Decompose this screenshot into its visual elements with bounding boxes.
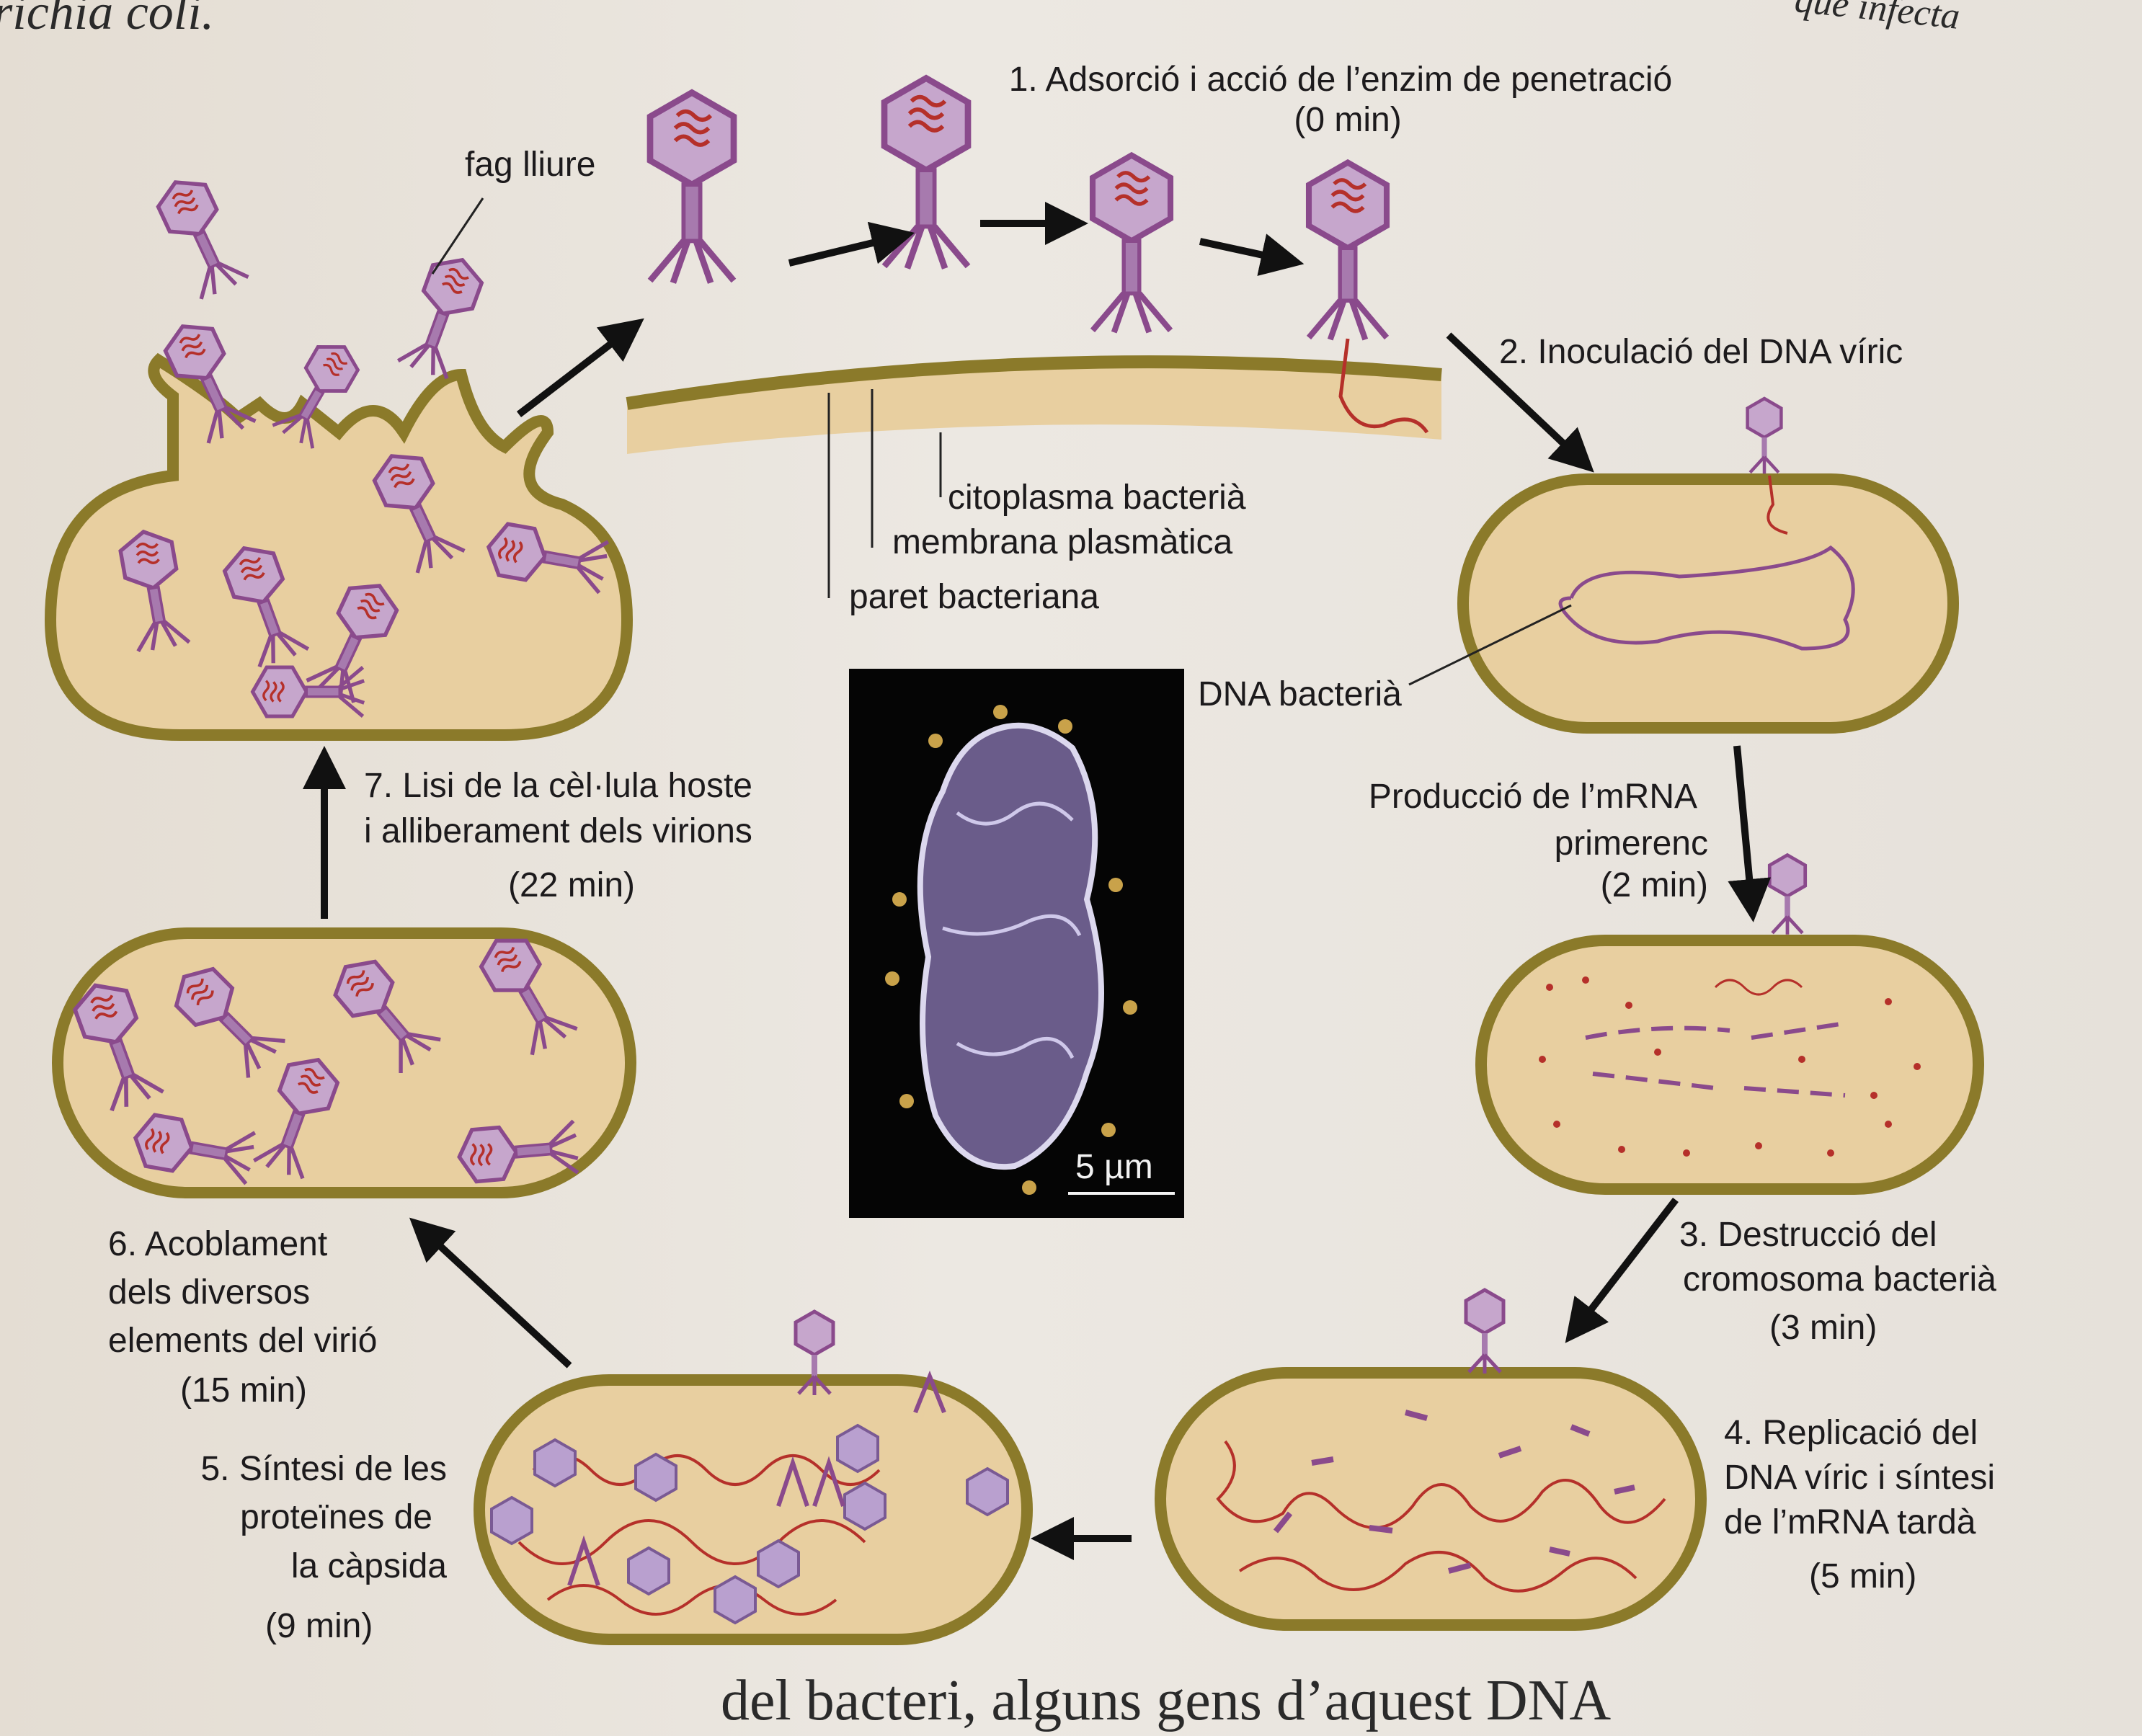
cell-step-2 (1457, 399, 1959, 734)
cell-step-5 (474, 1312, 1033, 1645)
bacterial-chromosome (1558, 545, 1855, 651)
step-6-line-2: dels diversos (108, 1273, 311, 1312)
cell-step-7-lysis (44, 352, 634, 741)
mrna-line-2: primerenc (1554, 824, 1708, 863)
bacterial-dna-leader-line (1408, 604, 1572, 686)
arrow-top-1 (788, 221, 915, 267)
step-3-time: (3 min) (1769, 1309, 1877, 1347)
step-5-line-2: proteïnes de (240, 1498, 432, 1536)
step-5-line-1: 5. Síntesi de les (200, 1450, 447, 1488)
step-7-line-2: i alliberament dels virions (364, 812, 752, 850)
step-3-line-1: 3. Destrucció del (1679, 1216, 1937, 1254)
step-4-time: (5 min) (1809, 1557, 1917, 1595)
free-phage-leader-line (431, 197, 484, 275)
injected-dna (1338, 338, 1429, 434)
attaching-phage-1 (650, 93, 734, 283)
step-4-line-1: 4. Replicació del (1724, 1414, 1978, 1452)
step-7-time: (22 min) (508, 866, 636, 904)
free-phage-label: fag lliure (465, 146, 596, 184)
attaching-phage-2 (884, 79, 968, 269)
step-6-line-1: 6. Acoblament (108, 1225, 328, 1263)
membrane-label: membrana plasmàtica (892, 523, 1233, 561)
arrow-right-down (1728, 745, 1772, 922)
step-5-time: (9 min) (265, 1607, 373, 1645)
step-3-line-2: cromosoma bacterià (1683, 1260, 1996, 1299)
scale-bar (1068, 1192, 1175, 1195)
step-2-title: 2. Inoculació del DNA víric (1499, 333, 1903, 371)
cytoplasm-label: citoplasma bacterià (948, 478, 1246, 517)
step-7-line-1: 7. Lisi de la cèl·lula hoste (364, 767, 752, 805)
arrow-top-right (1446, 332, 1594, 473)
arrow-to-step-4 (1565, 1197, 1679, 1343)
scale-label: 5 µm (1075, 1148, 1153, 1186)
cell-step-mrna (1475, 855, 1984, 1195)
step-4-line-3: de l’mRNA tardà (1724, 1503, 1976, 1541)
attaching-phage-4 (1309, 163, 1387, 340)
attaching-phage-3 (1093, 156, 1170, 333)
electron-micrograph (849, 669, 1184, 1218)
step-1-time: (0 min) (1294, 101, 1402, 139)
arrow-top-3 (1199, 233, 1305, 276)
bacterial-dna-label: DNA bacterià (1198, 675, 1402, 713)
header-text: richia coli. (0, 0, 215, 40)
wall-label: paret bacteriana (849, 578, 1099, 616)
cell-step-4 (1155, 1290, 1707, 1631)
mrna-dots (1539, 976, 1921, 1157)
mrna-line-1: Producció de l’mRNA (1368, 778, 1697, 816)
step-4-line-2: DNA víric i síntesi (1724, 1459, 1996, 1497)
step-6-time: (15 min) (180, 1371, 308, 1410)
step-5-line-3: la càpsida (290, 1547, 447, 1585)
step-6-line-3: elements del virió (108, 1322, 378, 1360)
mrna-time: (2 min) (1600, 866, 1708, 904)
step-1-title: 1. Adsorció i acció de l’enzim de penetr… (1008, 61, 1673, 99)
cell-step-6 (52, 927, 636, 1198)
top-membrane-strip (626, 355, 1442, 454)
arrow-to-step-1 (516, 318, 644, 417)
arrow-to-step-6 (409, 1217, 572, 1368)
footer-text: del bacteri, alguns gens d’aquest DNA (721, 1669, 1612, 1732)
